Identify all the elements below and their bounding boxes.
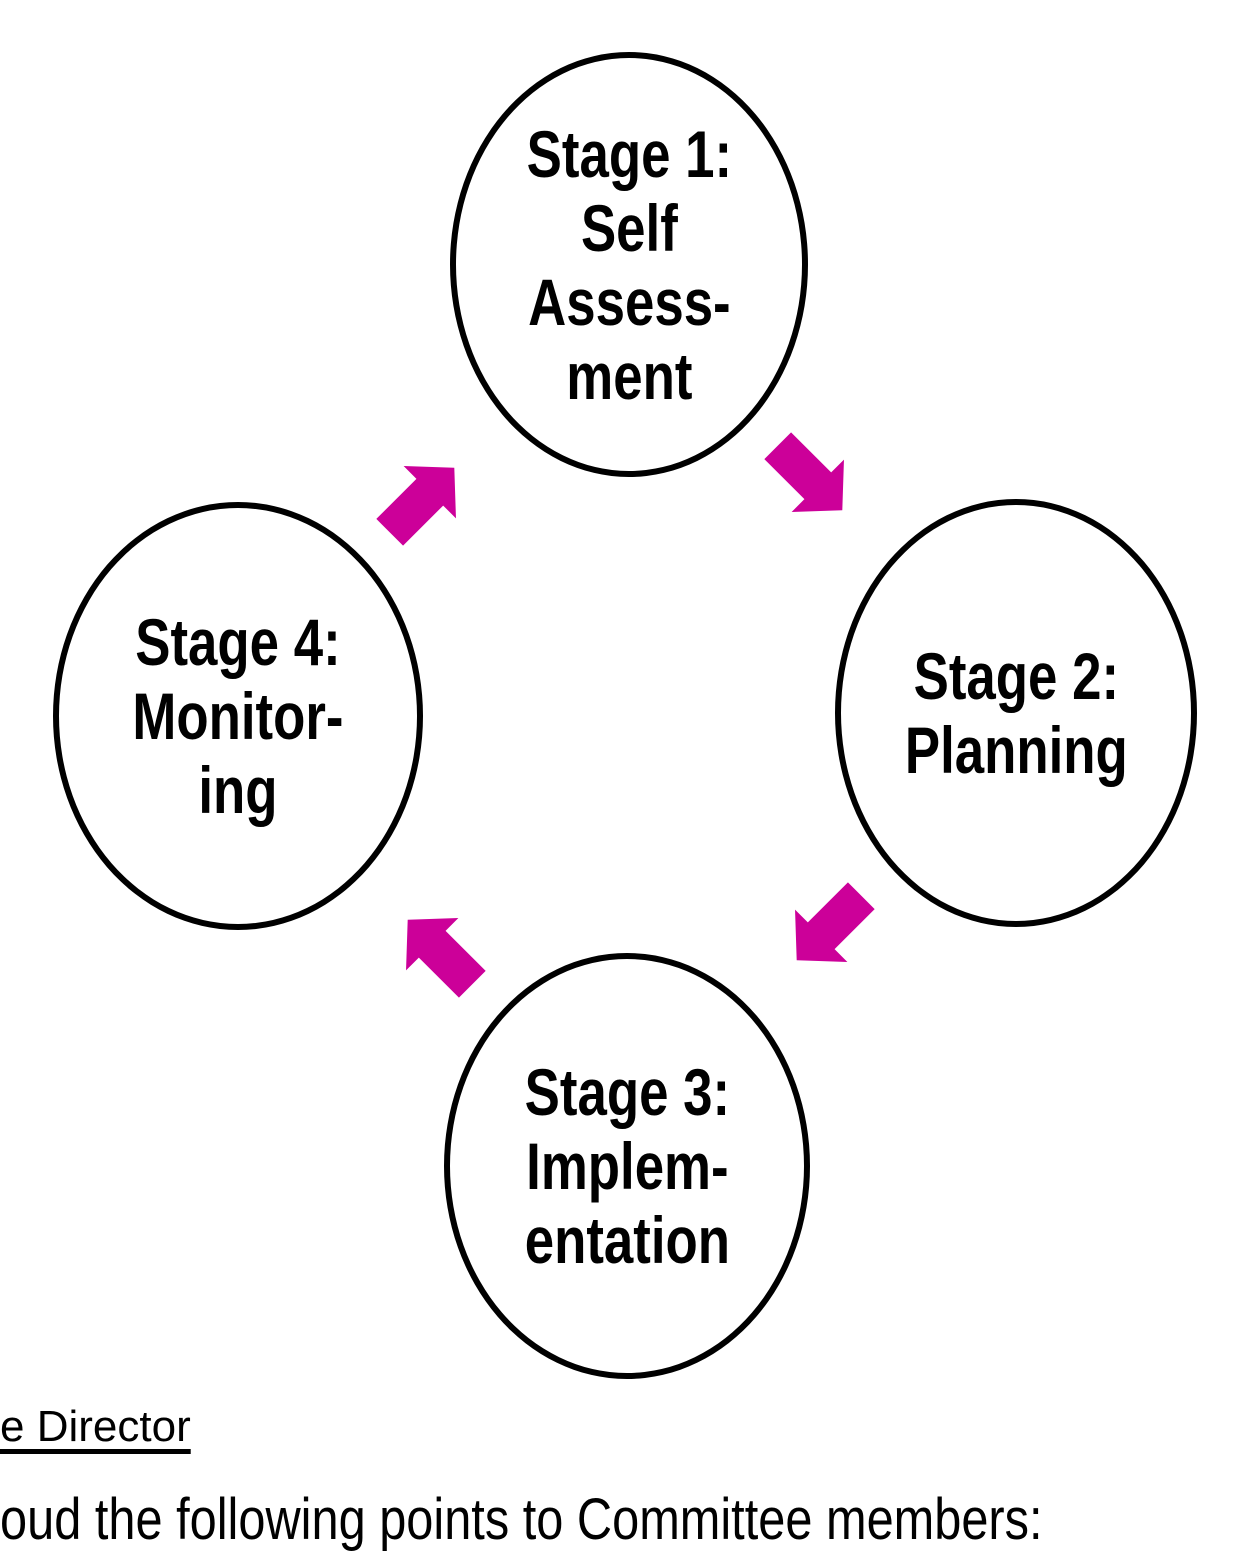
stage-3-circle: Stage 3: Implem- entation [444,953,810,1379]
stage-3-label: Stage 3: Implem- entation [524,1055,730,1277]
arrow-up-left-icon [406,918,486,998]
arrow-down-left-icon [795,882,875,962]
section-heading-fragment: e Director [0,1402,191,1451]
stage-4-label: Stage 4: Monitor- ing [132,605,344,827]
arrow-stage1-to-stage2-icon [764,432,844,512]
arrow-down-right-icon [764,432,844,512]
stage-2-circle: Stage 2: Planning [835,499,1197,927]
stage-1-label: Stage 1: Self Assess- ment [526,116,732,413]
arrow-stage4-to-stage1-icon [376,466,456,546]
arrow-up-right-icon [376,466,456,546]
stage-2-label: Stage 2: Planning [904,639,1128,787]
stage-4-circle: Stage 4: Monitor- ing [53,502,423,930]
arrow-stage3-to-stage4-icon [406,918,486,998]
arrow-stage2-to-stage3-icon [795,882,875,962]
body-text-fragment: oud the following points to Committee me… [0,1487,1043,1552]
stage-1-circle: Stage 1: Self Assess- ment [450,52,808,477]
